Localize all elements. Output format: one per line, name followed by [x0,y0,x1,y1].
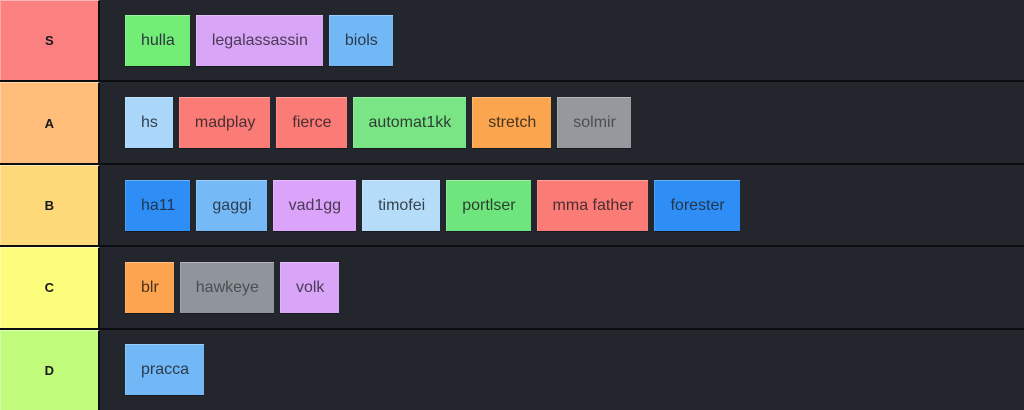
tier-label-text: S [45,33,54,49]
tier-item[interactable]: hs [125,97,173,149]
tier-label-s[interactable]: S [0,0,100,81]
tier-item[interactable]: pracca [125,344,205,396]
tier-item[interactable]: legalassassin [195,14,323,66]
tier-item[interactable]: gaggi [196,179,267,231]
tier-label-text: C [44,280,55,296]
tier-item[interactable]: ha11 [125,179,191,231]
tier-item[interactable]: vad1gg [272,179,357,231]
tier-label-b[interactable]: B [0,164,100,246]
tier-label-text: D [44,362,55,378]
tier-item[interactable]: stretch [472,97,552,149]
tier-item[interactable]: mma father [536,179,649,231]
tier-items-d[interactable]: pracca [100,329,1024,410]
tier-item[interactable]: automat1kk [352,97,467,149]
tier-item[interactable]: madplay [178,97,271,149]
tier-item[interactable]: timofei [362,179,441,231]
tier-label-text: A [44,115,55,131]
tier-item[interactable]: hulla [125,14,190,66]
tier-item[interactable]: hawkeye [179,261,274,313]
tier-item[interactable]: biols [328,14,393,66]
tier-item[interactable]: forester [654,179,740,231]
tier-item[interactable]: portlser [446,179,531,231]
tier-label-c[interactable]: C [0,247,100,328]
tier-label-a[interactable]: A [0,82,100,163]
tier-item[interactable]: blr [125,261,174,313]
tier-label-d[interactable]: D [0,329,100,410]
tier-item[interactable]: volk [279,261,340,313]
tier-label-text: B [44,198,55,214]
tier-item[interactable]: solmir [557,97,631,149]
tier-item[interactable]: fierce [276,97,347,149]
